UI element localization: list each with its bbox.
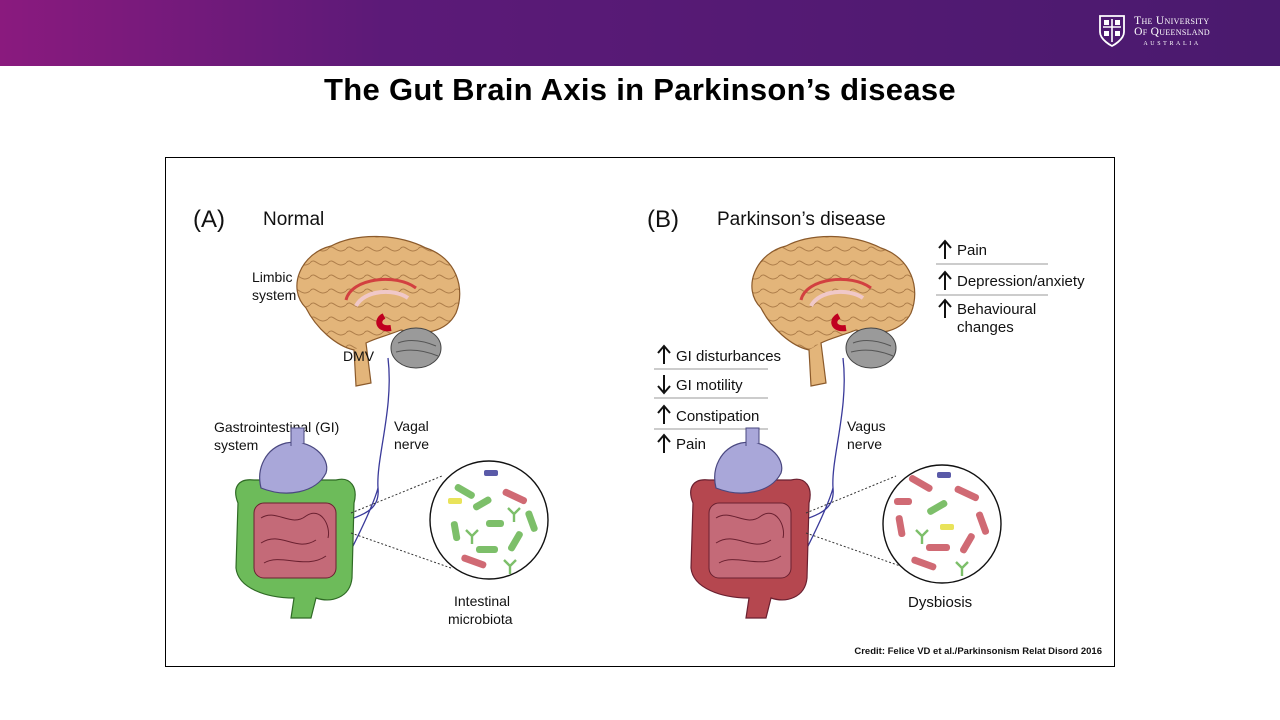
university-logo[interactable]: The University Of Queensland AUSTRALIA bbox=[1098, 14, 1210, 48]
university-name-line2: Of Queensland bbox=[1134, 26, 1210, 38]
panel-b: (B) Parkinson’s disease Pain Depression/… bbox=[647, 206, 1085, 619]
vagus-nerve-line bbox=[808, 357, 845, 519]
up-arrow-icon bbox=[657, 404, 671, 424]
gi-label-line2: system bbox=[214, 437, 258, 453]
university-country: AUSTRALIA bbox=[1143, 40, 1201, 47]
brain-symptom-list: Pain Depression/anxiety Behavioural chan… bbox=[936, 239, 1085, 336]
vagus-nerve-label-line2: nerve bbox=[847, 436, 882, 452]
up-arrow-icon bbox=[657, 433, 671, 453]
vagal-nerve-line bbox=[353, 357, 390, 519]
dysbiosis-label: Dysbiosis bbox=[908, 594, 972, 611]
slide-title: The Gut Brain Axis in Parkinson’s diseas… bbox=[324, 72, 956, 107]
microbiota-label-line1: Intestinal bbox=[454, 593, 510, 609]
brain-parkinsons bbox=[751, 235, 916, 387]
gut-symptom-gi-disturbances: GI disturbances bbox=[676, 348, 781, 365]
vagus-nerve-label-line1: Vagus bbox=[847, 418, 886, 434]
header-bar: The University Of Queensland AUSTRALIA bbox=[0, 0, 1280, 66]
panel-b-heading: Parkinson’s disease bbox=[717, 209, 886, 230]
gut-symptom-pain: Pain bbox=[676, 436, 706, 453]
brain-symptom-behaviour-line2: changes bbox=[957, 319, 1014, 336]
vagal-nerve-label-line2: nerve bbox=[394, 436, 429, 452]
gut-symptom-gi-motility: GI motility bbox=[676, 377, 743, 394]
up-arrow-icon bbox=[938, 270, 952, 290]
gut-symptom-constipation: Constipation bbox=[676, 408, 759, 425]
up-arrow-icon bbox=[938, 239, 952, 259]
dmv-label: DMV bbox=[343, 348, 375, 364]
microbiota-circle-dysbiosis bbox=[882, 464, 1002, 584]
limbic-label-line2: system bbox=[252, 287, 296, 303]
figure-credit: Credit: Felice VD et al./Parkinsonism Re… bbox=[854, 646, 1102, 657]
panel-b-letter: (B) bbox=[647, 206, 679, 233]
gi-label-line1: Gastrointestinal (GI) bbox=[214, 419, 339, 435]
university-wordmark: The University Of Queensland AUSTRALIA bbox=[1134, 14, 1210, 47]
gut-brain-figure: (A) Normal Limbic system DMV Vagal nerve… bbox=[165, 157, 1115, 667]
vagal-nerve-label-line1: Vagal bbox=[394, 418, 429, 434]
crest-icon bbox=[1099, 15, 1126, 48]
brain-normal bbox=[296, 235, 461, 387]
limbic-label-line1: Limbic bbox=[252, 269, 292, 285]
brain-symptom-depression: Depression/anxiety bbox=[957, 273, 1085, 290]
gut-parkinsons bbox=[690, 427, 811, 619]
panel-a-letter: (A) bbox=[193, 206, 225, 233]
figure-canvas: (A) Normal Limbic system DMV Vagal nerve… bbox=[193, 206, 1085, 627]
down-arrow-icon bbox=[657, 375, 671, 395]
gut-symptom-list: GI disturbances GI motility Constipation… bbox=[654, 344, 781, 453]
panel-a-heading: Normal bbox=[263, 209, 324, 230]
up-arrow-icon bbox=[657, 344, 671, 364]
up-arrow-icon bbox=[938, 298, 952, 318]
microbiota-label-line2: microbiota bbox=[448, 611, 513, 627]
gut-normal bbox=[235, 427, 356, 619]
brain-symptom-behaviour-line1: Behavioural bbox=[957, 301, 1036, 318]
brain-symptom-pain: Pain bbox=[957, 242, 987, 259]
university-name-line1: The University bbox=[1134, 14, 1210, 27]
panel-a: (A) Normal Limbic system DMV Vagal nerve… bbox=[193, 206, 549, 627]
microbiota-circle-normal bbox=[429, 460, 549, 580]
